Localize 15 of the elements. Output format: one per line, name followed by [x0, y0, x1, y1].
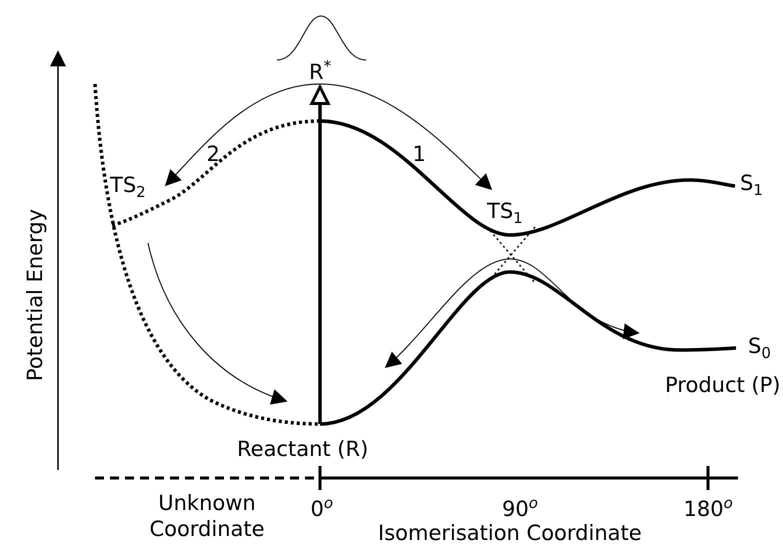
- path-number: 1: [412, 141, 426, 167]
- state-label: Product (P): [665, 372, 780, 398]
- transition-state-label: TS$_{1}$: [487, 198, 523, 230]
- axis-title: Potential Energy: [22, 208, 48, 382]
- state-label: R$^{*}$: [309, 56, 332, 85]
- tick-label: 180$^{o}$: [684, 493, 733, 522]
- state-label: S$_{0}$: [748, 333, 771, 364]
- axis-title: Isomerisation Coordinate: [378, 520, 642, 546]
- state-label: S$_{1}$: [740, 170, 763, 202]
- transition-state-label: TS$_{2}$: [110, 172, 146, 204]
- tick-label: 90$^{o}$: [502, 493, 538, 522]
- path-number: 2: [206, 141, 220, 167]
- tick-label: 0$^{o}$: [310, 493, 334, 522]
- state-label: Reactant (R): [237, 436, 368, 462]
- axis-label: Unknown Coordinate: [148, 490, 266, 542]
